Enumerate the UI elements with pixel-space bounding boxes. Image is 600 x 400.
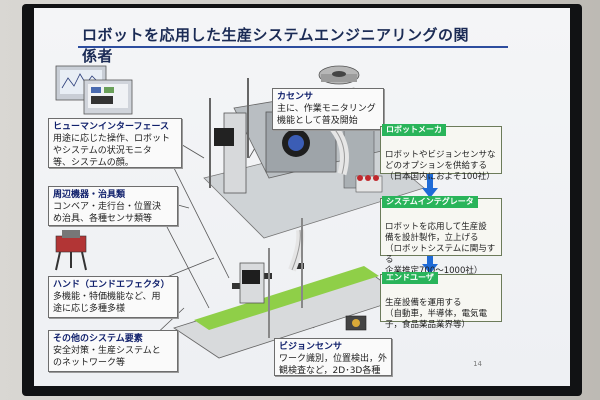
force-sensor-icon [318, 65, 360, 85]
hand-box-heading: ハンド（エンドエフェクタ） [53, 280, 170, 290]
hmi-box-heading: ヒューマンインターフェース [53, 122, 170, 132]
hand-box: ハンド（エンドエフェクタ） 多機能・特価機能など、用 途に応じ多種多様 [48, 276, 178, 318]
robot-gripper-icon [55, 230, 87, 271]
system-integrator-body: ロボットを応用して生産設 備を設計製作，立上げる （ロボットシステムに関与する … [385, 222, 496, 276]
end-user-tag: エンドユーザ [382, 272, 438, 284]
vision-sensor-box: ビジョンセンサ ワーク識別，位置検出，外 観検査など，2D･3D各種 [274, 338, 392, 376]
peripheral-box: 周辺機器・治具類 コンベア・走行台・位置決 め治具、各種センサ類等 [48, 186, 178, 226]
robot-maker-body: ロボットやビジョンセンサな どのオプションを供給する （日本国内におよそ100社… [385, 150, 496, 182]
peripheral-box-heading: 周辺機器・治具類 [53, 190, 126, 200]
end-user-body: 生産設備を運用する （自動車，半導体，電気電 子，食品薬品業界等） [385, 298, 488, 330]
peripheral-box-body: コンベア・走行台・位置決 め治具、各種センサ類等 [53, 202, 162, 224]
other-elements-box-heading: その他のシステム要素 [53, 334, 143, 344]
robot-maker-tag: ロボットメーカ [382, 124, 446, 136]
page-number: 14 [473, 360, 482, 368]
vision-camera-icon [345, 315, 367, 331]
vision-sensor-box-body: ワーク識別，位置検出，外 観検査など，2D･3D各種 [279, 354, 388, 376]
title-underline [78, 46, 508, 48]
conveyor-line-bottom [173, 218, 405, 359]
system-integrator-tag: システムインテグレータ [382, 196, 478, 208]
vision-sensor-box-heading: ビジョンセンサ [279, 342, 343, 352]
hmi-box-body: 用途に応じた操作、ロボット やシステムの状況モニタ 等、システムの顔。 [53, 134, 171, 168]
slide-title: ロボットを応用した生産システムエンジニアリングの関係者 [82, 26, 470, 65]
other-elements-box-body: 安全対策・生産システムと のネットワーク等 [53, 346, 161, 368]
hand-box-body: 多機能・特価機能など、用 途に応じ多種多様 [53, 292, 161, 314]
force-sensor-box-heading: カセンサ [277, 92, 314, 102]
hmi-monitor-icon [55, 65, 133, 115]
other-elements-box: その他のシステム要素 安全対策・生産システムと のネットワーク等 [48, 330, 178, 372]
production-system-illustration [55, 65, 438, 359]
force-sensor-box: カセンサ 主に、作業モニタリング 機能として普及開始 [272, 88, 384, 130]
force-sensor-box-body: 主に、作業モニタリング 機能として普及開始 [277, 104, 376, 126]
flow-arrows [422, 174, 438, 274]
hmi-box: ヒューマンインターフェース 用途に応じた操作、ロボット やシステムの状況モニタ … [48, 118, 182, 168]
presentation-slide: ロボットを応用した生産システムエンジニアリングの関係者 [34, 8, 570, 386]
